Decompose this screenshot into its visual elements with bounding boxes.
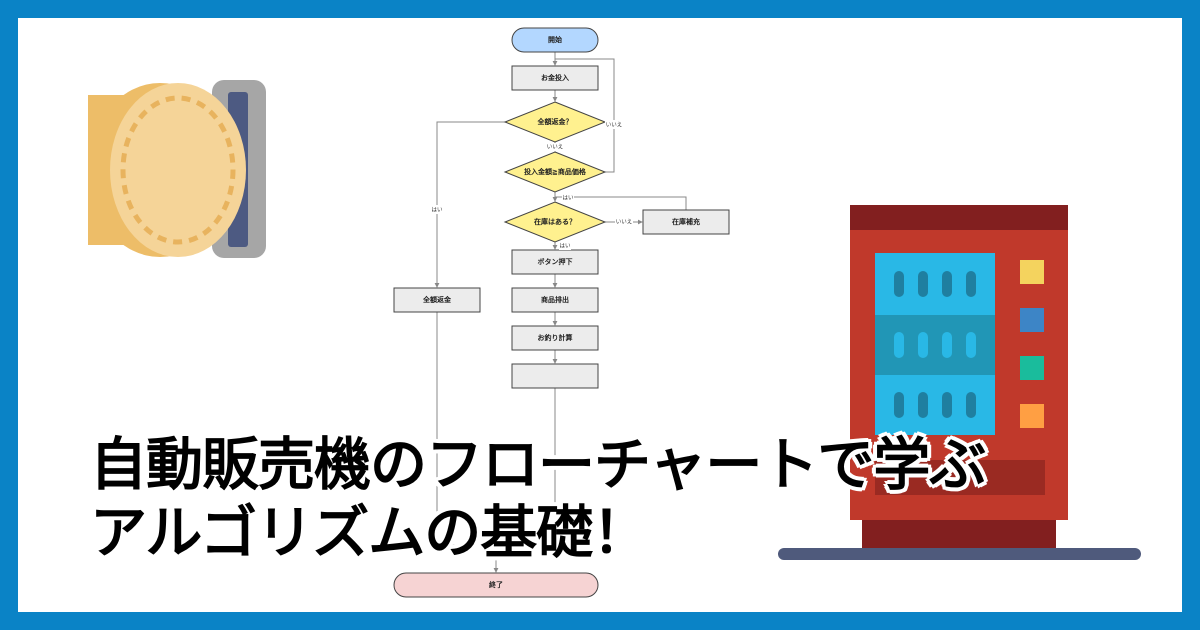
title-line-2: アルゴリズムの基礎！ bbox=[90, 500, 649, 566]
svg-text:在庫補充: 在庫補充 bbox=[672, 217, 700, 226]
vending-machine-icon bbox=[778, 205, 1141, 560]
node-press-button: ボタン押下 bbox=[511, 249, 599, 275]
decision-refund: 全額返金？ bbox=[503, 101, 607, 143]
node-restock: 在庫補充 bbox=[642, 209, 730, 235]
node-full-refund: 全額返金 bbox=[393, 287, 481, 313]
svg-text:全額返金？: 全額返金？ bbox=[537, 117, 573, 126]
node-hidden bbox=[511, 363, 599, 389]
edge-labels: いいえ いいえ はい はい いいえ はい bbox=[430, 120, 633, 250]
title-line-1: 自動販売機のフローチャートで学ぶ bbox=[90, 432, 986, 498]
decision-amount: 投入金額≧商品価格 bbox=[503, 151, 607, 193]
flowchart-connectors bbox=[434, 52, 687, 573]
svg-text:お釣り計算: お釣り計算 bbox=[538, 333, 573, 342]
node-insert-money: お金投入 bbox=[511, 65, 599, 91]
decision-stock: 在庫はある？ bbox=[503, 201, 607, 243]
coin-icon bbox=[88, 83, 246, 257]
svg-text:ボタン押下: ボタン押下 bbox=[538, 257, 573, 266]
svg-text:全額返金: 全額返金 bbox=[422, 295, 452, 304]
svg-text:いいえ: いいえ bbox=[606, 122, 623, 129]
node-end: 終了 bbox=[393, 572, 599, 598]
node-calc-change: お釣り計算 bbox=[511, 325, 599, 351]
svg-text:商品排出: 商品排出 bbox=[541, 295, 569, 304]
svg-text:はい: はい bbox=[562, 195, 574, 202]
svg-text:投入金額≧商品価格: 投入金額≧商品価格 bbox=[524, 167, 587, 176]
svg-text:はい: はい bbox=[431, 207, 443, 214]
node-dispense: 商品排出 bbox=[511, 287, 599, 313]
node-start: 開始 bbox=[511, 27, 599, 53]
svg-text:いいえ: いいえ bbox=[616, 219, 633, 226]
svg-text:在庫はある？: 在庫はある？ bbox=[534, 217, 576, 226]
svg-text:お金投入: お金投入 bbox=[541, 73, 569, 82]
svg-text:はい: はい bbox=[559, 243, 571, 250]
svg-text:いいえ: いいえ bbox=[547, 144, 564, 151]
svg-text:終了: 終了 bbox=[489, 580, 503, 589]
svg-text:開始: 開始 bbox=[548, 35, 562, 44]
